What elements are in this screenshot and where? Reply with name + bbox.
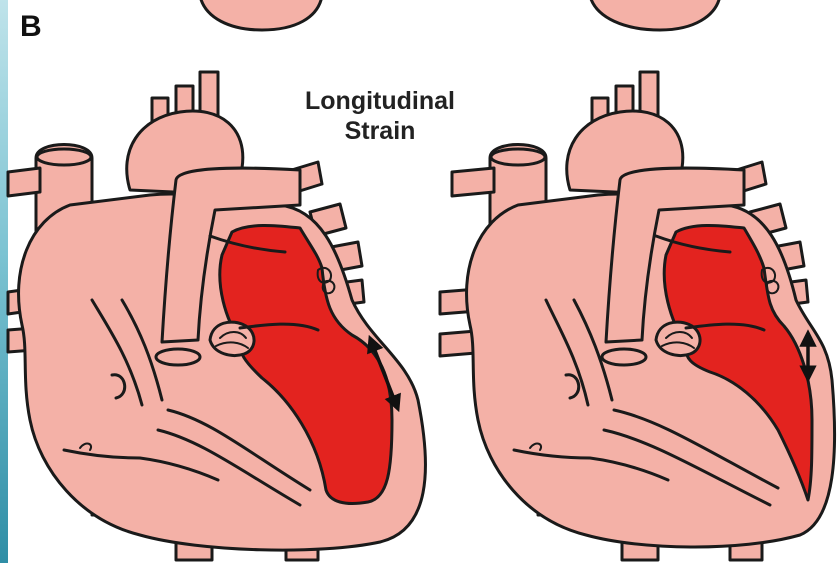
left-vessel-upper-2 (452, 168, 494, 196)
heart-left (8, 72, 425, 560)
previous-panel-heart-bottom-left (200, 0, 322, 30)
pulmonary-valve (156, 349, 200, 365)
superior-vena-cava-opening-2 (491, 149, 545, 165)
heart-right (440, 72, 835, 560)
left-vessel-upper (8, 168, 40, 196)
previous-panel-heart-bottom-right (590, 0, 720, 30)
pulmonary-valve-2 (602, 349, 646, 365)
superior-vena-cava-opening (37, 149, 91, 165)
